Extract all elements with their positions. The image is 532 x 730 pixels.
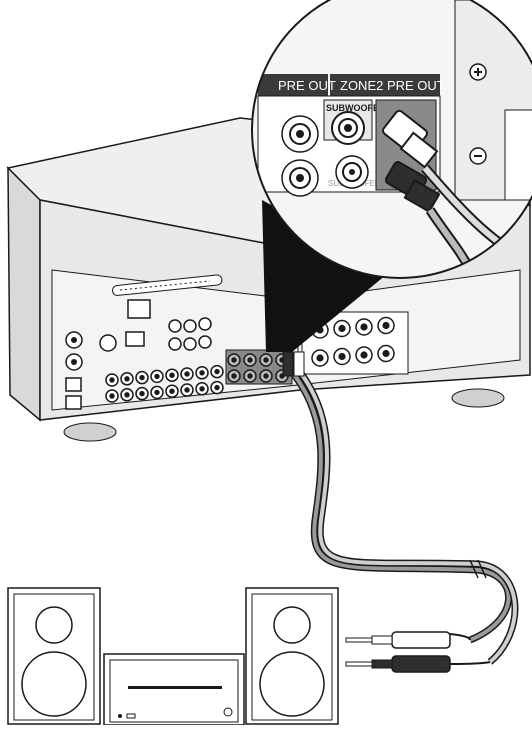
rca-jack [181,368,193,380]
rca-jack [228,354,240,366]
ethernet-port [128,300,150,318]
pre-out-jack-block [226,350,292,384]
rca-jack [136,388,148,400]
usb-port [127,714,135,718]
rca-jack [244,354,256,366]
subwoofer-jack [332,112,364,144]
rca-jack [196,367,208,379]
rca-jack [121,389,133,401]
tweeter-icon [36,607,72,643]
rca-plug-white [346,632,470,648]
rca-jack [166,385,178,397]
rca-jack [228,370,240,382]
woofer-icon [22,652,86,716]
rca-jack [260,370,272,382]
antenna-jack [100,335,116,351]
power-button [224,708,232,716]
rca-jack [334,321,350,337]
stereo-main-unit [104,654,244,725]
rca-jack [244,370,256,382]
zoom-jack [282,160,318,196]
rca-jack [106,390,118,402]
mini-stereo-system [8,588,338,725]
rca-jack [151,370,163,382]
rca-jack [356,319,372,335]
pre-out-label: PRE OUT [278,78,336,93]
rca-jack [260,354,272,366]
rca-jack [312,350,328,366]
rca-jack [181,384,193,396]
rca-jack [211,366,223,378]
zoom-jack [282,116,318,152]
rca-jack [151,386,163,398]
woofer-icon [260,652,324,716]
rca-jack [378,346,394,362]
zoom-jack [336,156,368,188]
rca-jack [334,349,350,365]
rca-jack [106,374,118,386]
rca-jack [378,318,394,334]
left-speaker [8,588,100,724]
tweeter-icon [274,607,310,643]
rca-plug-red [346,656,490,672]
headphone-jack [118,714,122,718]
rca-jack [196,383,208,395]
rca-jack [121,373,133,385]
receiver-foot [64,423,116,441]
fm-terminal [126,332,144,346]
receiver-foot [452,389,504,407]
right-speaker [246,588,338,724]
rca-jack [136,372,148,384]
rca-jack [166,369,178,381]
rca-jack [211,382,223,394]
cd-slot [128,686,222,689]
rca-jack [356,347,372,363]
zone2-pre-out-label: ZONE2 PRE OUT [340,78,445,93]
